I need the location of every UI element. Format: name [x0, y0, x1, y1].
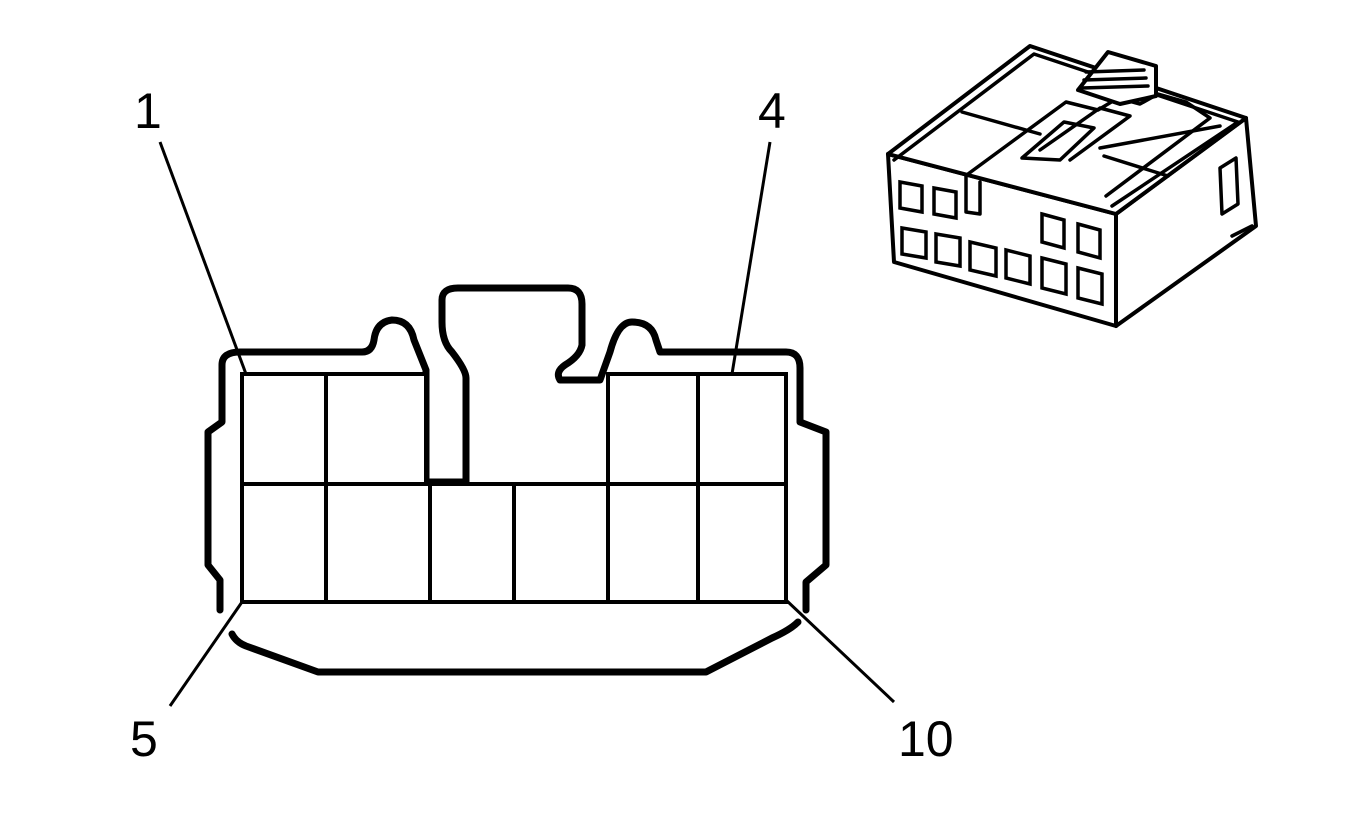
cavity-5: [240, 482, 328, 604]
iso-cavity-2: [932, 185, 958, 221]
iso-latch-ramp: [1020, 120, 1096, 162]
iso-cavity-1: [898, 179, 924, 215]
iso-top-divider: [960, 110, 1222, 178]
iso-latch-arm: [1038, 106, 1132, 162]
cavity-4: [696, 372, 788, 486]
leader-line-pin10: [784, 598, 896, 704]
housing-outline: [204, 284, 830, 614]
iso-front-notch: [964, 174, 982, 216]
leader-line-pin1: [158, 141, 248, 375]
leader-line-pin5: [168, 601, 244, 707]
cavity-1: [240, 372, 328, 486]
iso-side-edge: [1230, 224, 1254, 238]
cavity-8: [512, 482, 610, 604]
iso-cavity-5: [900, 225, 928, 261]
cavity-2: [324, 372, 428, 486]
cavity-3: [606, 372, 700, 486]
iso-cavity-10: [1076, 265, 1104, 307]
housing-bottom-lip: [228, 618, 802, 676]
cavity-grid: [240, 372, 788, 604]
leader-line-pin4: [730, 141, 772, 375]
iso-cavity-9: [1040, 255, 1068, 297]
iso-cavity-8: [1004, 247, 1032, 287]
cavity-7: [428, 482, 516, 604]
iso-cavity-4: [1076, 221, 1102, 261]
pin-label-1: 1: [134, 83, 162, 139]
iso-latch-ribs: [1080, 68, 1150, 90]
pin-label-10: 10: [898, 711, 954, 767]
iso-side-window: [1218, 156, 1240, 216]
pin-label-4: 4: [758, 83, 786, 139]
iso-cavity-6: [934, 231, 962, 269]
cavity-9: [606, 482, 700, 604]
pin-label-5: 5: [130, 711, 158, 767]
iso-cavities: [898, 179, 1104, 307]
connector-face-view: 1 4 5 10: [130, 83, 954, 767]
iso-latch-channel: [966, 92, 1212, 198]
iso-cavity-7: [968, 239, 998, 279]
connector-isometric-view: [886, 44, 1258, 328]
cavity-10: [696, 482, 788, 604]
cavity-6: [324, 482, 432, 604]
iso-cavity-3: [1040, 211, 1066, 251]
